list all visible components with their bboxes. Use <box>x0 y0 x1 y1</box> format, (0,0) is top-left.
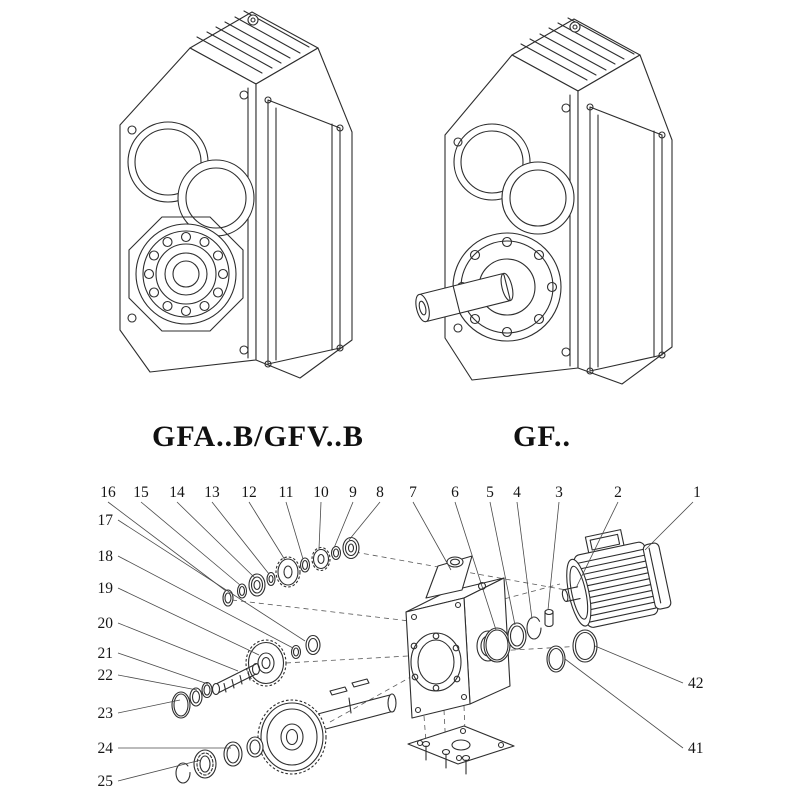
callout-16: 16 <box>100 484 116 501</box>
key <box>351 678 370 688</box>
mounting-bolts <box>421 740 471 775</box>
output-flange <box>415 232 562 342</box>
gasket <box>407 725 515 765</box>
caption-gf: GF.. <box>513 420 571 453</box>
intermediate-shaft-parts <box>171 634 321 719</box>
motor-flange <box>566 558 592 627</box>
callout-9: 9 <box>349 484 357 501</box>
motor-fins <box>576 548 657 623</box>
motor <box>561 529 672 628</box>
input-shaft-parts <box>222 536 360 607</box>
fan-cover <box>642 542 672 610</box>
plug <box>544 608 554 628</box>
output-bearing <box>128 216 244 332</box>
circlip <box>526 616 542 640</box>
output-shaft <box>313 693 397 732</box>
circlip <box>175 762 191 784</box>
callout-21: 21 <box>98 645 114 662</box>
callout-18: 18 <box>98 548 114 565</box>
callout-15: 15 <box>133 484 149 501</box>
flange-bolts <box>453 103 571 357</box>
callout-24: 24 <box>98 740 114 757</box>
top-screw-boss <box>247 14 259 26</box>
callout-8: 8 <box>376 484 384 501</box>
callout-42: 42 <box>688 675 704 692</box>
motor-shaft <box>561 589 569 603</box>
top-screw-boss <box>569 21 581 33</box>
gearbox-drawing-gf <box>415 17 673 385</box>
callout-7: 7 <box>409 484 417 501</box>
callout-14: 14 <box>169 484 185 501</box>
callout-3: 3 <box>555 484 563 501</box>
housing <box>405 555 511 719</box>
callout-6: 6 <box>451 484 459 501</box>
output-gear <box>257 699 327 775</box>
roof-ribs <box>520 17 635 81</box>
callout-17: 17 <box>98 512 114 529</box>
callout-10: 10 <box>313 484 329 501</box>
caption-gfab: GFA..B/GFV..B <box>152 420 364 453</box>
callout-12: 12 <box>241 484 257 501</box>
callout-23: 23 <box>98 705 114 722</box>
exploded-view: 16 15 14 13 12 11 10 9 8 7 6 5 4 3 2 1 1… <box>98 484 704 790</box>
callout-5: 5 <box>486 484 494 501</box>
flange-bolts <box>127 90 249 355</box>
side-panel <box>586 103 666 375</box>
gearbox-drawing-gfab <box>119 10 353 379</box>
callout-25: 25 <box>98 773 114 790</box>
input-bores <box>127 121 255 237</box>
callout-22: 22 <box>98 667 114 684</box>
key <box>329 686 348 696</box>
side-panel <box>264 96 344 368</box>
callout-41: 41 <box>688 740 704 757</box>
callout-19: 19 <box>98 580 114 597</box>
output-shaft <box>415 272 514 323</box>
callout-13: 13 <box>204 484 220 501</box>
leader-lines <box>107 501 694 782</box>
pinion-shaft <box>211 662 261 696</box>
callout-4: 4 <box>513 484 521 501</box>
callout-1: 1 <box>693 484 701 501</box>
callout-2: 2 <box>614 484 622 501</box>
callout-numbers: 16 15 14 13 12 11 10 9 8 7 6 5 4 3 2 1 1… <box>98 484 704 790</box>
output-shaft-parts <box>175 678 397 784</box>
motor-side-parts <box>483 608 598 673</box>
callout-20: 20 <box>98 615 114 632</box>
input-bores <box>453 123 575 235</box>
callout-11: 11 <box>279 484 294 501</box>
